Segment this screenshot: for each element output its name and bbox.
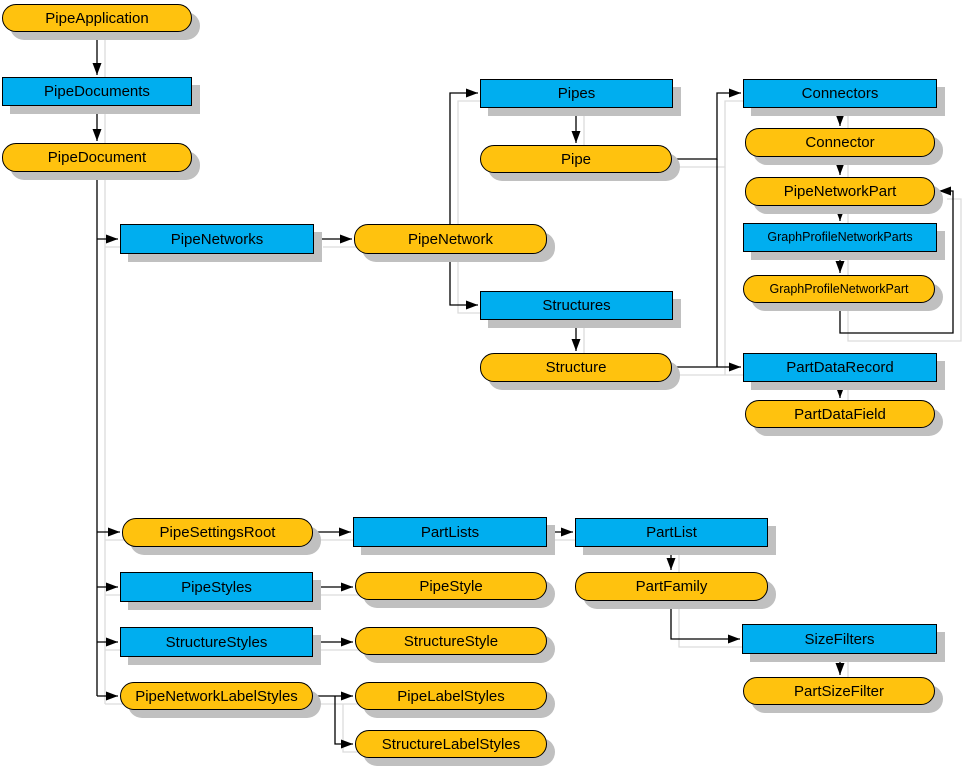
edge-pipe-to-connectors-shadow — [680, 100, 749, 168]
node-pipe-settings-root: PipeSettingsRoot — [122, 518, 313, 547]
node-connector: Connector — [745, 128, 935, 157]
edge-pipenetworklabelstyles-to-structurelabelstyles — [334, 696, 353, 749]
node-pipe-application: PipeApplication — [2, 4, 192, 32]
edge-graphprofilenetworkpart-loop-to-pipenetworkpart — [839, 186, 954, 334]
node-pipe-documents: PipeDocuments — [2, 77, 192, 106]
node-pipe-network-part: PipeNetworkPart — [745, 177, 935, 206]
node-graph-profile-network-part: GraphProfileNetworkPart — [743, 275, 935, 303]
node-connectors: Connectors — [743, 79, 937, 108]
node-pipes: Pipes — [480, 79, 673, 108]
edge-partfamily-to-sizefilters — [670, 601, 740, 644]
node-pipe-network: PipeNetwork — [354, 224, 547, 254]
node-part-data-record: PartDataRecord — [743, 353, 937, 382]
node-pipe: Pipe — [480, 145, 672, 173]
node-structure-styles: StructureStyles — [120, 627, 313, 657]
node-pipe-document: PipeDocument — [2, 143, 192, 172]
node-structure: Structure — [480, 353, 672, 382]
edge-graphprofilenetworkpart-loop-to-pipenetworkpart-shadow — [847, 198, 962, 342]
node-structure-style: StructureStyle — [355, 627, 547, 655]
node-pipe-network-label-styles: PipeNetworkLabelStyles — [120, 682, 313, 710]
edge-partfamily-to-sizefilters-shadow — [678, 609, 748, 648]
edge-pipenetworklabelstyles-to-structurelabelstyles-shadow — [342, 704, 361, 753]
node-pipe-styles: PipeStyles — [120, 572, 313, 602]
node-pipe-networks: PipeNetworks — [120, 224, 314, 254]
edge-pipe-to-connectors — [672, 88, 741, 160]
node-part-lists: PartLists — [353, 517, 547, 547]
node-structures: Structures — [480, 291, 673, 320]
edge-pipenetwork-to-pipes-shadow — [457, 100, 486, 232]
node-size-filters: SizeFilters — [742, 624, 937, 654]
node-part-family: PartFamily — [575, 572, 768, 601]
edge-pipenetwork-to-structures-shadow — [457, 262, 486, 314]
node-structure-label-styles: StructureLabelStyles — [355, 730, 547, 758]
node-pipe-label-styles: PipeLabelStyles — [355, 682, 547, 710]
node-part-data-field: PartDataField — [745, 400, 935, 428]
node-graph-profile-network-parts: GraphProfileNetworkParts — [743, 223, 937, 252]
node-pipe-style: PipeStyle — [355, 572, 547, 600]
edge-pipenetwork-to-structures — [449, 254, 478, 310]
edge-pipenetwork-to-pipes — [449, 88, 478, 224]
node-part-list: PartList — [575, 518, 768, 547]
node-part-size-filter: PartSizeFilter — [743, 677, 935, 705]
